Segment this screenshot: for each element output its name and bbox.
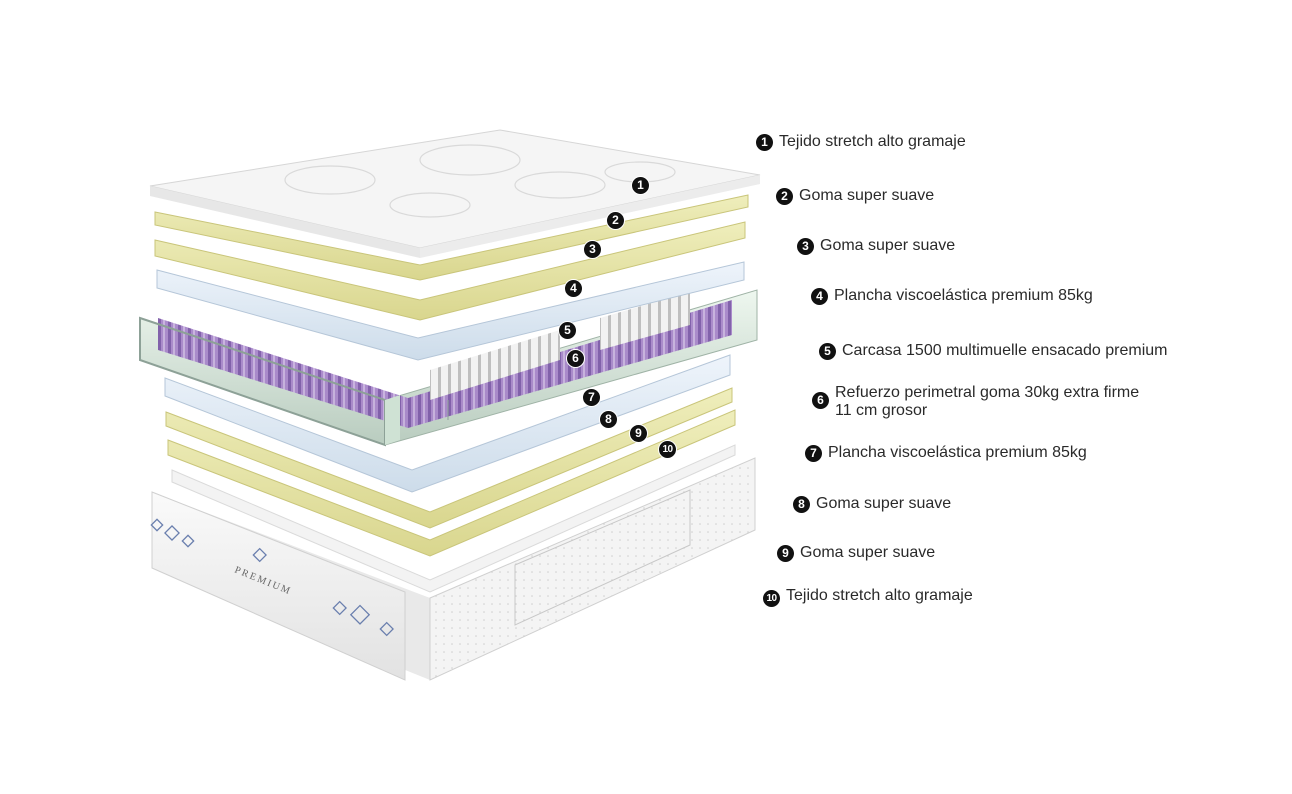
legend-number-10: 10 (763, 590, 780, 607)
spring-core (139, 289, 758, 447)
image-badge-4: 4 (564, 279, 583, 298)
image-badge-1: 1 (631, 176, 650, 195)
layer-10-sheet (171, 444, 736, 593)
image-badge-2: 2 (606, 211, 625, 230)
layer-8-foam (165, 387, 733, 529)
legend-number-2: 2 (776, 188, 793, 205)
legend-number-1: 1 (756, 134, 773, 151)
image-badge-7: 7 (582, 388, 601, 407)
legend-label-5: Carcasa 1500 multimuelle ensacado premiu… (842, 342, 1168, 359)
legend-item-5: 5 Carcasa 1500 multimuelle ensacado prem… (819, 342, 1168, 360)
legend-number-9: 9 (777, 545, 794, 562)
legend-item-8: 8 Goma super suave (793, 495, 951, 513)
image-badge-9: 9 (629, 424, 648, 443)
legend-item-1: 1 Tejido stretch alto gramaje (756, 133, 966, 151)
legend-item-10: 10 Tejido stretch alto gramaje (763, 587, 973, 607)
legend-item-9: 9 Goma super suave (777, 544, 935, 562)
legend-label-6-line-1: Refuerzo perimetral goma 30kg extra firm… (835, 384, 1140, 401)
legend-item-7: 7 Plancha viscoelástica premium 85kg (805, 444, 1087, 462)
image-badge-3: 3 (583, 240, 602, 259)
legend-item-2: 2 Goma super suave (776, 187, 934, 205)
legend-number-8: 8 (793, 496, 810, 513)
legend-label-10: Tejido stretch alto gramaje (786, 587, 973, 604)
legend-label-3: Goma super suave (820, 237, 956, 254)
image-badge-5: 5 (558, 321, 577, 340)
image-badge-8: 8 (599, 410, 618, 429)
legend-label-2: Goma super suave (799, 187, 935, 204)
legend-item-3: 3 Goma super suave (797, 237, 955, 255)
legend-number-6: 6 (812, 392, 829, 409)
legend-label-4: Plancha viscoelástica premium 85kg (834, 287, 1093, 304)
legend-label-9: Goma super suave (800, 544, 936, 561)
legend-label-1: Tejido stretch alto gramaje (779, 133, 966, 150)
layer-3-foam (154, 221, 746, 321)
legend-label-7: Plancha viscoelástica premium 85kg (828, 444, 1087, 461)
legend-number-4: 4 (811, 288, 828, 305)
image-badge-6: 6 (566, 349, 585, 368)
legend-label-8: Goma super suave (816, 495, 952, 512)
layer-7-visco (164, 354, 731, 493)
image-badge-10: 10 (658, 440, 677, 459)
base-cover-layer: PREMIUM (150, 457, 756, 681)
legend-item-4: 4 Plancha viscoelástica premium 85kg (811, 287, 1093, 305)
legend-label-6-line-2: 11 cm grosor (835, 402, 928, 419)
layer-9-foam (167, 409, 736, 557)
legend-number-7: 7 (805, 445, 822, 462)
legend-number-5: 5 (819, 343, 836, 360)
layer-2-foam (154, 194, 749, 281)
legend-number-3: 3 (797, 238, 814, 255)
layer-1-top-cover (149, 129, 761, 258)
layer-4-visco (156, 261, 745, 361)
legend-item-6: 6 Refuerzo perimetral goma 30kg extra fi… (812, 384, 1139, 420)
legend-label-6: Refuerzo perimetral goma 30kg extra firm… (835, 384, 1139, 420)
